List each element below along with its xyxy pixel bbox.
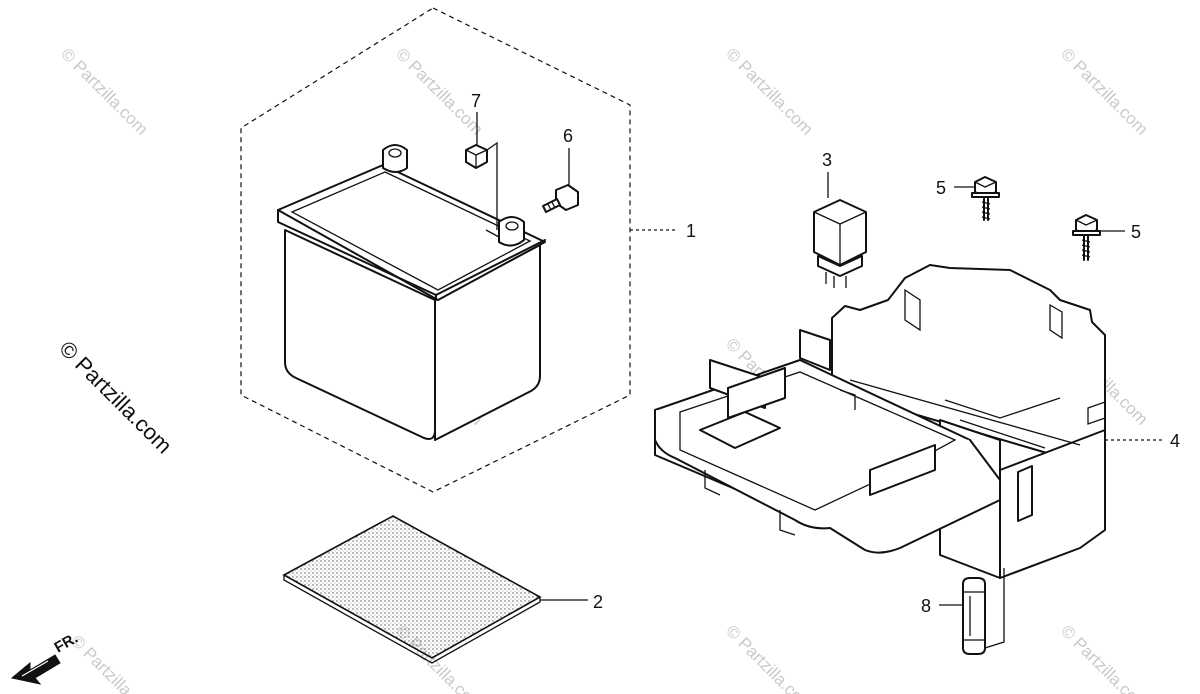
callout-2[interactable]: 2 <box>593 592 603 612</box>
terminal-bolt-icon[interactable] <box>542 184 579 213</box>
watermark: © Partzilla.com <box>1057 621 1151 694</box>
callout-8[interactable]: 8 <box>921 596 931 616</box>
battery-box-icon[interactable] <box>654 264 1106 579</box>
callout-1[interactable]: 1 <box>686 221 696 241</box>
relay-icon[interactable] <box>813 199 867 288</box>
watermark: © Partzilla.com <box>67 631 161 694</box>
callout-4[interactable]: 4 <box>1170 431 1180 451</box>
front-direction-marker: FR. <box>10 630 81 685</box>
battery-icon[interactable] <box>277 144 546 441</box>
callouts: 1 2 3 4 5 5 6 7 8 <box>471 91 1180 616</box>
leader-lines <box>476 112 1163 649</box>
bolt-icon[interactable] <box>971 176 1000 221</box>
watermark: © Partzilla.com <box>57 44 151 138</box>
fuse-icon[interactable] <box>962 577 986 655</box>
watermark: © Partzilla.com <box>722 621 816 694</box>
callout-6[interactable]: 6 <box>563 126 573 146</box>
callout-7[interactable]: 7 <box>471 91 481 111</box>
terminal-nut-icon[interactable] <box>465 144 488 169</box>
callout-3[interactable]: 3 <box>822 150 832 170</box>
bolt-icon[interactable] <box>1072 214 1101 261</box>
watermark: © Partzilla.com <box>722 44 816 138</box>
callout-5[interactable]: 5 <box>1131 222 1141 242</box>
watermark: © Partzilla.com <box>1057 44 1151 138</box>
side-watermark: © Partzilla.com <box>54 336 177 459</box>
arrow-icon <box>10 654 61 685</box>
callout-5[interactable]: 5 <box>936 178 946 198</box>
battery-group-frame <box>240 7 631 493</box>
battery-pad-icon[interactable] <box>282 515 542 664</box>
